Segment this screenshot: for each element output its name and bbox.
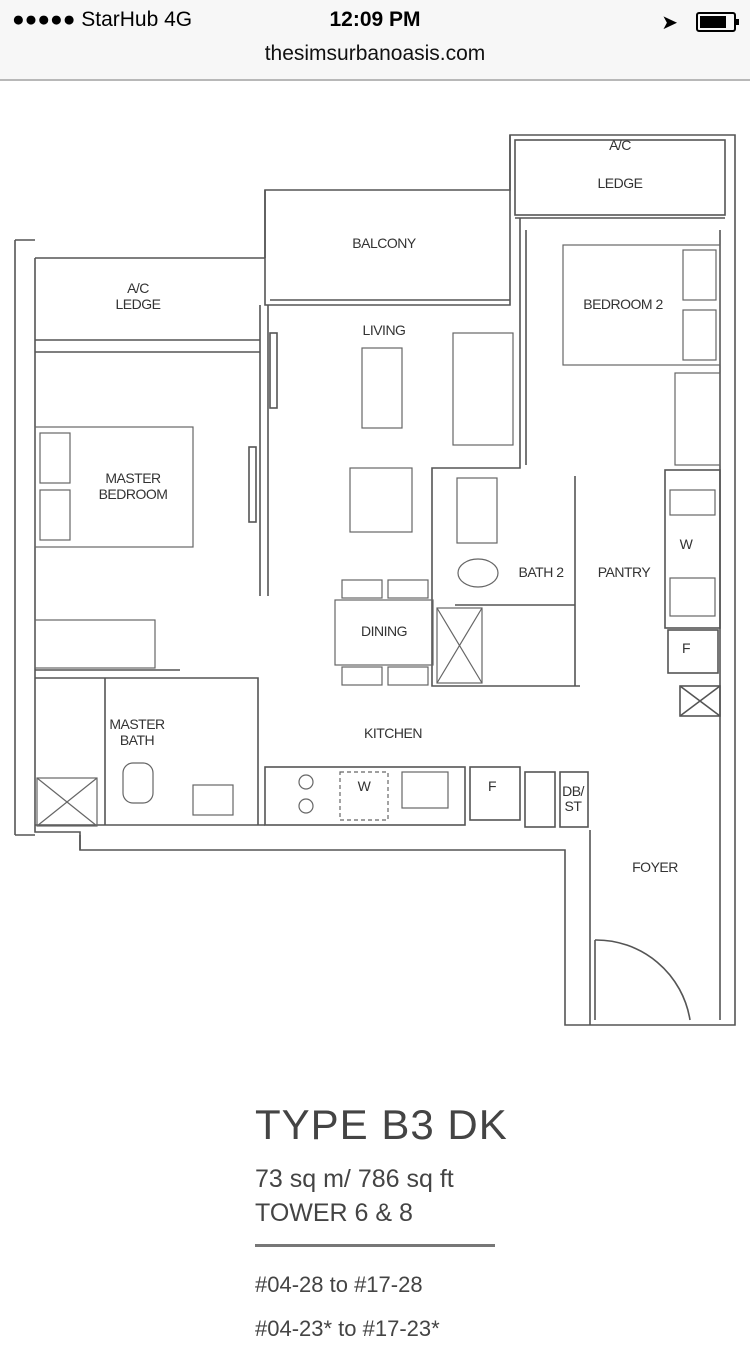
- unit-tower: TOWER 6 & 8: [255, 1199, 413, 1227]
- floor-plan: A/C LEDGE BALCONY A/C LEDGE BEDROOM 2 LI…: [14, 134, 736, 1026]
- walls: [14, 134, 736, 1026]
- unit-range: #04-28 to #17-28: [255, 1272, 423, 1297]
- label-pantry: PANTRY: [598, 564, 652, 580]
- divider: [255, 1244, 495, 1247]
- label-ac-ledge-right: A/C: [609, 137, 631, 153]
- label-ac-ledge-left-2: LEDGE: [116, 296, 161, 312]
- label-master-bedroom-2: BEDROOM: [99, 486, 168, 502]
- location-arrow-icon: ➤: [661, 12, 678, 34]
- label-dbst: DB/: [562, 783, 584, 799]
- label-dining: DINING: [361, 623, 407, 639]
- label-master-bath: MASTER: [109, 716, 165, 732]
- label-ac-ledge-left: A/C: [127, 280, 149, 296]
- unit-info: TYPE B3 DK 73 sq m/ 786 sq ft TOWER 6 & …: [255, 1100, 508, 1351]
- label-dbst-2: ST: [565, 798, 583, 814]
- label-master-bath-2: BATH: [120, 732, 154, 748]
- battery-icon: [696, 12, 739, 32]
- unit-type-title: TYPE B3 DK: [255, 1101, 508, 1148]
- label-foyer: FOYER: [632, 859, 678, 875]
- label-washer-kitchen: W: [358, 778, 372, 794]
- label-fridge-pantry: F: [682, 640, 690, 656]
- carrier-signal: ●●●●● StarHub 4G: [12, 8, 193, 31]
- label-ac-ledge-right-2: LEDGE: [598, 175, 643, 191]
- unit-range: #04-23* to #17-23*: [255, 1316, 440, 1341]
- label-balcony: BALCONY: [352, 235, 417, 251]
- label-kitchen: KITCHEN: [364, 725, 422, 741]
- browser-top-bar: ●●●●● StarHub 4G 12:09 PM ➤ thesimsurban…: [0, 0, 750, 81]
- room-labels: A/C LEDGE BALCONY A/C LEDGE BEDROOM 2 LI…: [99, 137, 695, 875]
- clock: 12:09 PM: [329, 8, 421, 31]
- label-bedroom-2: BEDROOM 2: [583, 296, 663, 312]
- label-bath-2: BATH 2: [519, 564, 565, 580]
- furniture: [34, 244, 721, 827]
- label-fridge-kitchen: F: [488, 778, 496, 794]
- label-washer-pantry: W: [680, 536, 694, 552]
- url-bar[interactable]: thesimsurbanoasis.com: [264, 42, 486, 65]
- label-master-bedroom: MASTER: [105, 470, 161, 486]
- unit-area: 73 sq m/ 786 sq ft: [255, 1165, 454, 1193]
- label-living: LIVING: [363, 322, 406, 338]
